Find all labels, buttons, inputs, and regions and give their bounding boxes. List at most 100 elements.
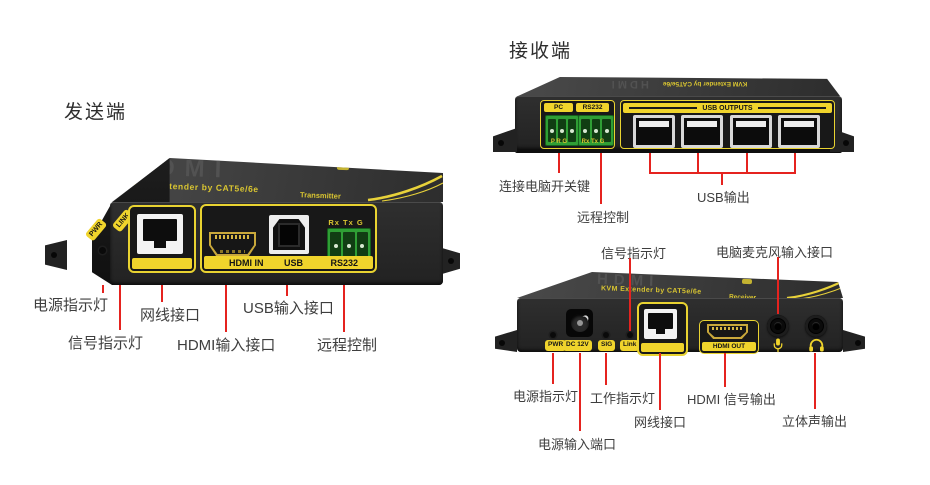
callout-line: [102, 285, 104, 293]
hdmi-in-port: [209, 232, 256, 256]
microphone-icon: [773, 338, 783, 353]
mounting-ear: [493, 128, 517, 152]
rs232-label: RS232: [330, 258, 359, 268]
callout-line: [605, 353, 607, 385]
callout-usb-in: USB输入接口: [243, 300, 334, 317]
rj45-port: [644, 309, 677, 339]
callout-power-led: 电源指示灯: [513, 389, 579, 404]
dc-12v-label: DC 12V: [563, 340, 592, 351]
callout-work-led: 工作指示灯: [590, 391, 656, 406]
hdmi-out-port: [707, 324, 748, 339]
io-port-group: Rx Tx G HDMI IN USB RS232: [200, 204, 377, 273]
callout-line: [746, 153, 748, 174]
rj45-port: [137, 214, 183, 254]
callout-hdmi-in: HDMI输入接口: [177, 337, 276, 354]
role-text: Transmitter: [299, 190, 342, 201]
pc-terminal: [545, 115, 579, 146]
mounting-ear: [442, 248, 460, 274]
model-text: KVM Extender by CAT5e/6e: [600, 285, 702, 296]
lan-port-module: [637, 302, 688, 356]
callout-remote: 远程控制: [577, 210, 630, 225]
receiver-rear-top-face: KVM Extender by CAT5e/6e HDMI: [518, 77, 840, 96]
usb-label: USB: [284, 258, 304, 268]
callout-power-led: 电源指示灯: [33, 297, 109, 314]
io-label-strip: HDMI IN USB RS232: [204, 256, 373, 269]
power-led: [550, 332, 556, 338]
usb-a-port: [681, 115, 723, 148]
callout-line: [552, 353, 554, 384]
corner-stripe-decoration: [786, 279, 843, 298]
callout-mic-in: 电脑麦克风输入接口: [716, 245, 834, 260]
callout-pc-switch: 连接电脑开关键: [499, 179, 591, 194]
callout-remote: 远程控制: [317, 337, 378, 354]
callout-signal-led: 信号指示灯: [68, 335, 144, 352]
brand-badge: [336, 163, 350, 171]
callout-line: [697, 153, 699, 174]
hdmi-out-label: HDMI OUT: [702, 342, 756, 351]
rs232-pin-labels: Rx Tx G: [581, 139, 605, 145]
callout-hdmi-out: HDMI 信号输出: [687, 392, 776, 407]
usb-b-port: [269, 215, 309, 254]
corner-stripe-decoration: [367, 174, 443, 202]
hdmi-out-module: HDMI OUT: [699, 320, 759, 354]
callout-usb-out: USB输出: [697, 190, 750, 205]
callout-power-in: 电源输入端口: [538, 437, 617, 452]
callout-line: [814, 353, 816, 409]
receiver-front-device: HDMI KVM Extender by CAT5e/6e Receiver P…: [495, 262, 870, 357]
callout-line: [558, 153, 560, 173]
callout-line: [794, 153, 796, 174]
sig-label: SIG: [598, 340, 616, 351]
brand-badge: [741, 278, 753, 285]
usb-a-port: [730, 115, 772, 148]
callout-signal-led: 信号指示灯: [601, 246, 667, 261]
receiver-front-top-face: HDMI KVM Extender by CAT5e/6e Receiver: [517, 271, 843, 298]
callout-line: [659, 353, 661, 410]
mounting-ear: [45, 240, 67, 270]
callout-line: [721, 172, 723, 185]
mounting-ear: [843, 330, 865, 352]
callout-stereo-out: 立体声输出: [782, 414, 848, 429]
dc-power-jack: [566, 309, 593, 337]
rs232-terminal: [578, 115, 614, 146]
callout-line: [724, 353, 726, 387]
lan-port-strip: [641, 343, 684, 352]
stereo-output-jack: [805, 315, 827, 337]
transmitter-device: HDMI KVM Extender by CAT5e/6e Transmitte…: [45, 148, 460, 293]
brand-logo: HDMI: [608, 78, 649, 90]
callout-line: [649, 153, 651, 174]
rs232-pin-labels: Rx Tx G: [328, 218, 364, 227]
callout-line: [225, 285, 227, 332]
lan-port-strip: [132, 258, 192, 269]
callout-line: [629, 258, 631, 331]
callout-line: [777, 257, 779, 314]
headphone-icon: [809, 338, 824, 352]
usb-outputs-strip: USB OUTPUTS: [623, 103, 832, 113]
callout-lan-port: 网线接口: [140, 307, 201, 324]
usb-outputs-group: USB OUTPUTS: [620, 100, 835, 149]
callout-line: [343, 285, 345, 332]
signal-led: [603, 332, 609, 338]
link-label: Link: [620, 340, 640, 351]
callout-line: [579, 353, 581, 431]
usb-a-port: [633, 115, 675, 148]
receiver-title: 接收端: [509, 41, 573, 62]
callout-lan-port: 网线接口: [634, 415, 687, 430]
mic-input-jack: [767, 315, 789, 337]
model-text: KVM Extender by CAT5e/6e: [662, 80, 748, 88]
hdmi-in-label: HDMI IN: [229, 258, 264, 268]
rs232-label: RS232: [576, 103, 609, 112]
device-bottom-edge: [515, 149, 842, 153]
pc-rs232-group: PC RS232 P R G Rx Tx G: [540, 100, 615, 149]
transmitter-title: 发送端: [64, 102, 128, 123]
mounting-ear: [495, 330, 517, 352]
pc-label: PC: [544, 103, 573, 112]
callout-line: [161, 285, 163, 302]
callout-line: [286, 285, 288, 296]
lan-port-module: [128, 205, 196, 273]
usb-outputs-label: USB OUTPUTS: [702, 104, 753, 112]
upside-down-branding: KVM Extender by CAT5e/6e HDMI: [548, 78, 808, 90]
callout-line: [119, 285, 121, 330]
pc-pin-labels: P R G: [550, 139, 568, 145]
callout-line: [600, 153, 602, 204]
